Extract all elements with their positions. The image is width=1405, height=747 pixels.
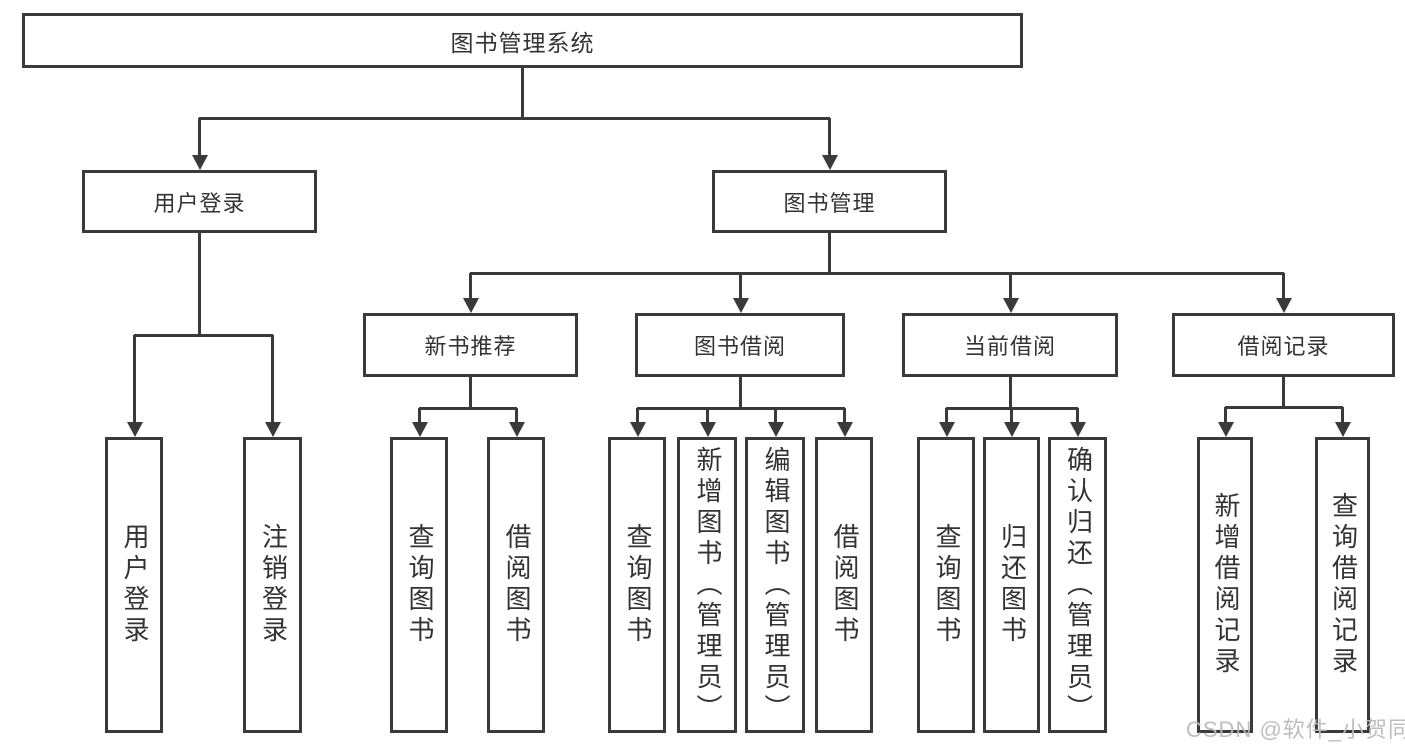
leaf-recommend-borrow-books: 借阅图书: [487, 437, 545, 733]
leaf-borrow-borrow-books-label: 借阅图书: [829, 523, 860, 647]
leaf-current-query-books-label: 查询图书: [931, 523, 962, 647]
connector-mgmt-split: [470, 272, 1284, 275]
watermark: CSDN @软件_小贺同学: [1186, 717, 1405, 742]
connector-root-stem: [521, 66, 524, 118]
arrow-to-records-add: [1224, 407, 1227, 422]
arrow-to-borrow-borrow: [843, 408, 846, 422]
leaf-recommend-query-books-label: 查询图书: [404, 523, 435, 647]
arrow-to-current-confirm: [1076, 408, 1079, 422]
leaf-borrow-borrow-books: 借阅图书: [815, 437, 873, 733]
leaf-recommend-borrow-books-label: 借阅图书: [501, 523, 532, 647]
connector-login-split: [134, 334, 273, 337]
connector-mgmt-stem: [828, 231, 831, 274]
arrow-to-borrow-query: [636, 408, 639, 422]
node-user-login: 用户登录: [82, 170, 317, 233]
leaf-borrow-edit-books-admin-label: 编辑图书（管理员）: [760, 445, 791, 725]
arrow-to-current-return: [1010, 408, 1013, 422]
connector-recommend-stem: [469, 375, 472, 409]
arrow-to-leaf-logout: [271, 335, 274, 422]
leaf-records-query-record: 查询借阅记录: [1315, 437, 1370, 733]
arrow-to-borrow-add: [706, 408, 709, 422]
leaf-current-confirm-return-admin: 确认归还（管理员）: [1048, 437, 1107, 733]
leaf-borrow-add-books-admin: 新增图书（管理员）: [677, 437, 737, 733]
node-book-management: 图书管理: [712, 170, 947, 233]
leaf-records-query-record-label: 查询借阅记录: [1328, 492, 1359, 678]
leaf-borrow-add-books-admin-label: 新增图书（管理员）: [692, 445, 723, 725]
leaf-logout-label: 注销登录: [258, 523, 289, 647]
arrow-to-book-borrow: [739, 273, 742, 298]
arrow-to-user-login: [198, 118, 201, 155]
node-book-borrow-label: 图书借阅: [693, 334, 786, 359]
arrow-to-current-query: [945, 408, 948, 422]
connector-records-stem: [1282, 375, 1285, 408]
connector-root-split: [199, 117, 830, 120]
leaf-current-return-books: 归还图书: [983, 437, 1040, 733]
leaf-user-login: 用户登录: [105, 437, 163, 733]
leaf-records-add-record: 新增借阅记录: [1197, 437, 1253, 733]
node-current-borrow: 当前借阅: [902, 313, 1118, 377]
connector-current-stem: [1009, 375, 1012, 409]
leaf-user-login-label: 用户登录: [119, 523, 150, 647]
node-new-book-recommend: 新书推荐: [363, 313, 578, 377]
arrow-to-records-query: [1341, 407, 1344, 422]
arrow-to-borrow-records: [1282, 273, 1285, 298]
leaf-current-confirm-return-admin-label: 确认归还（管理员）: [1063, 445, 1094, 725]
node-new-book-recommend-label: 新书推荐: [424, 334, 517, 359]
connector-borrow-split: [637, 407, 845, 410]
connector-recommend-split: [419, 407, 517, 410]
leaf-records-add-record-label: 新增借阅记录: [1210, 492, 1241, 678]
leaf-recommend-query-books: 查询图书: [390, 437, 448, 733]
node-current-borrow-label: 当前借阅: [963, 334, 1056, 359]
arrow-to-recommend-query: [418, 408, 421, 422]
arrow-to-current-borrow: [1009, 273, 1012, 298]
node-borrow-records: 借阅记录: [1172, 313, 1395, 377]
connector-borrow-stem: [739, 375, 742, 409]
arrow-to-leaf-user-login: [133, 335, 136, 422]
node-book-management-label: 图书管理: [783, 190, 876, 216]
arrow-to-new-book-recommend: [469, 273, 472, 298]
arrow-to-book-management: [828, 118, 831, 155]
leaf-borrow-query-books-label: 查询图书: [622, 523, 653, 647]
arrow-to-recommend-borrow: [515, 408, 518, 422]
node-book-borrow: 图书借阅: [635, 313, 845, 377]
node-user-login-label: 用户登录: [153, 190, 246, 216]
leaf-current-return-books-label: 归还图书: [997, 523, 1028, 647]
connector-login-stem: [198, 231, 201, 336]
leaf-borrow-query-books: 查询图书: [608, 437, 666, 733]
leaf-logout: 注销登录: [243, 437, 302, 733]
node-root-label: 图书管理系统: [450, 29, 595, 56]
connector-records-split: [1225, 406, 1343, 409]
arrow-to-borrow-edit: [774, 408, 777, 422]
leaf-borrow-edit-books-admin: 编辑图书（管理员）: [745, 437, 805, 733]
leaf-current-query-books: 查询图书: [917, 437, 975, 733]
node-root: 图书管理系统: [22, 13, 1023, 68]
node-borrow-records-label: 借阅记录: [1237, 334, 1330, 359]
